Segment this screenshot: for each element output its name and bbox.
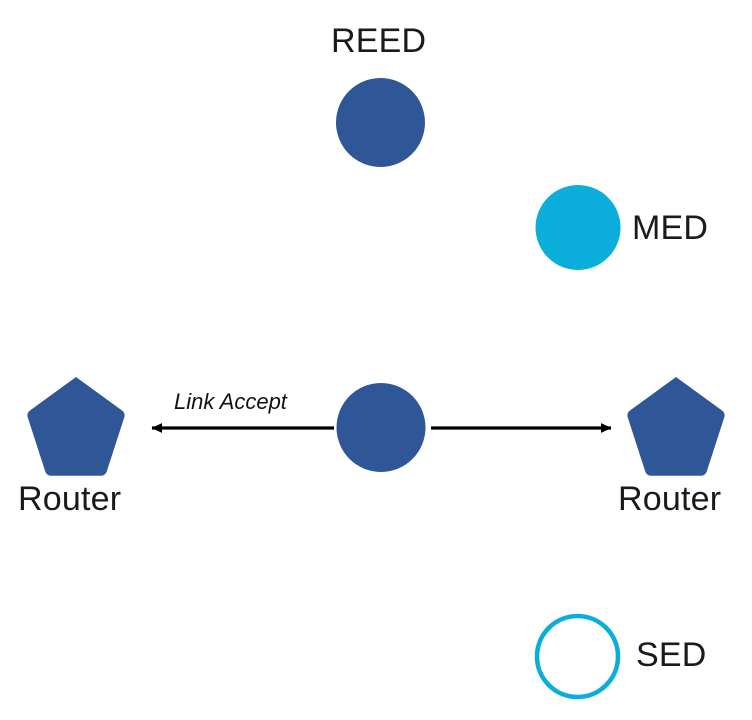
reed-node-circle[interactable] bbox=[336, 78, 425, 167]
sed-node-circle[interactable] bbox=[534, 613, 621, 700]
med-node-circle[interactable] bbox=[535, 185, 621, 270]
edge-link-accept-label: Link Accept bbox=[174, 389, 287, 414]
med-node-label: MED bbox=[632, 209, 709, 247]
router-right-node-pentagon[interactable] bbox=[627, 377, 725, 476]
router-right-node-label: Router bbox=[618, 480, 722, 518]
router-left-node-label: Router bbox=[18, 480, 122, 518]
router-left-node-pentagon[interactable] bbox=[27, 377, 125, 476]
leader-node-circle[interactable] bbox=[336, 383, 426, 472]
sed-node-label: SED bbox=[636, 636, 707, 674]
reed-node-label: REED bbox=[331, 22, 427, 60]
